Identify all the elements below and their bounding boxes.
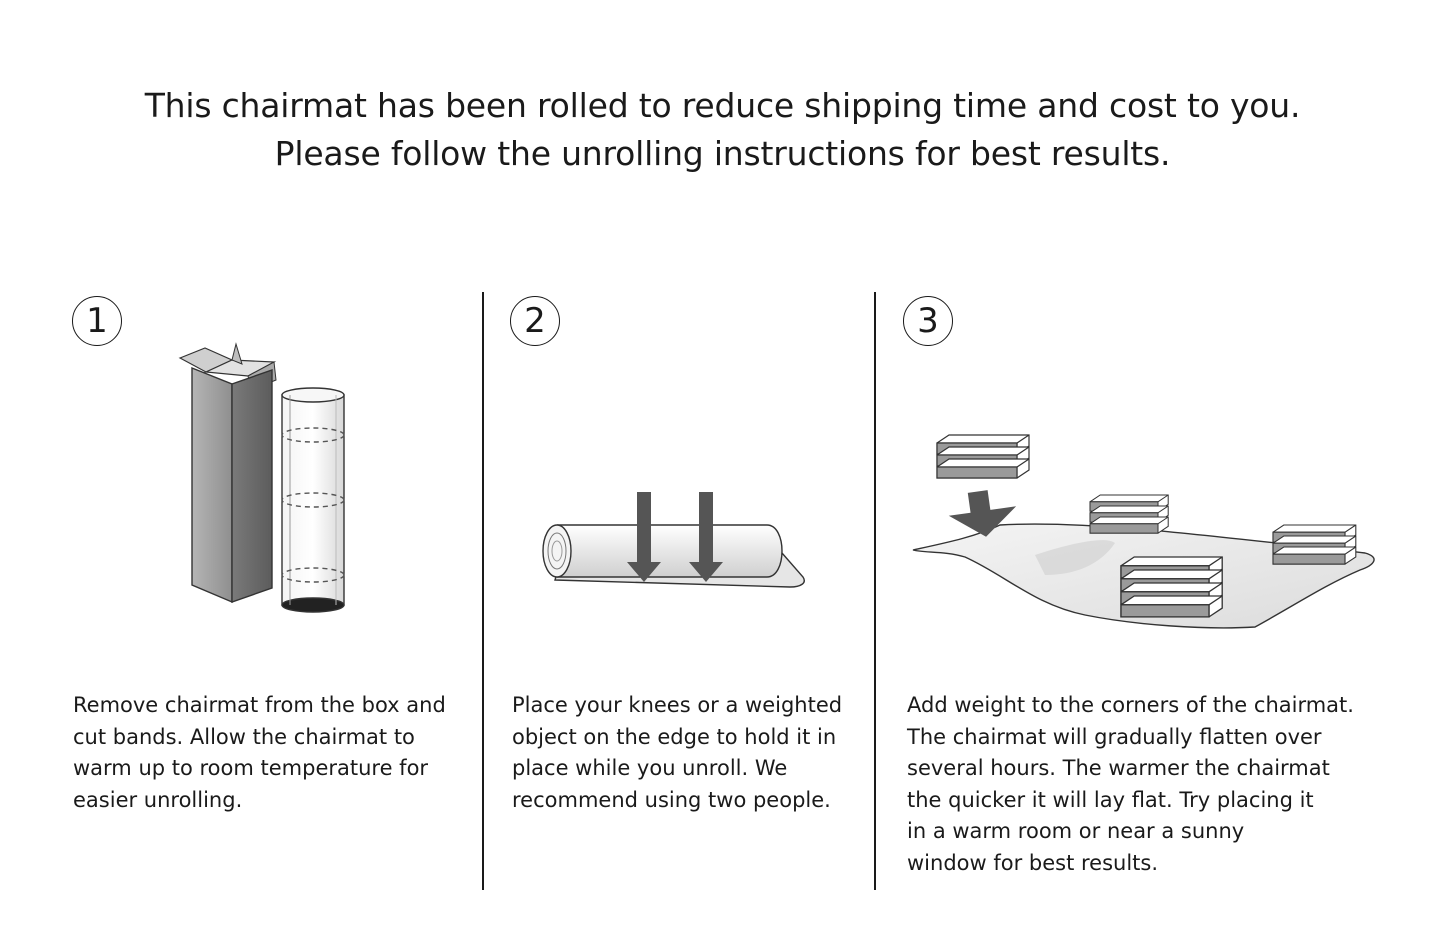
step-2-text: Place your knees or a weighted object on… (512, 693, 843, 812)
box-and-rolled-mat-icon (178, 342, 345, 613)
unrolling-mat-with-arrows-icon (542, 492, 805, 588)
column-divider (482, 292, 484, 890)
header-line-2: Please follow the unrolling instructions… (274, 134, 1171, 173)
mat-with-books-icon (912, 434, 1375, 629)
step-3-number: 3 (903, 296, 953, 346)
column-divider (874, 292, 876, 890)
step-2-number: 2 (510, 296, 560, 346)
header-line-1: This chairmat has been rolled to reduce … (144, 86, 1301, 125)
page-header: This chairmat has been rolled to reduce … (0, 82, 1445, 178)
step-1-number: 1 (72, 296, 122, 346)
step-3-text: Add weight to the corners of the chairma… (907, 693, 1354, 875)
step-1-text: Remove chairmat from the box and cut ban… (73, 693, 446, 812)
